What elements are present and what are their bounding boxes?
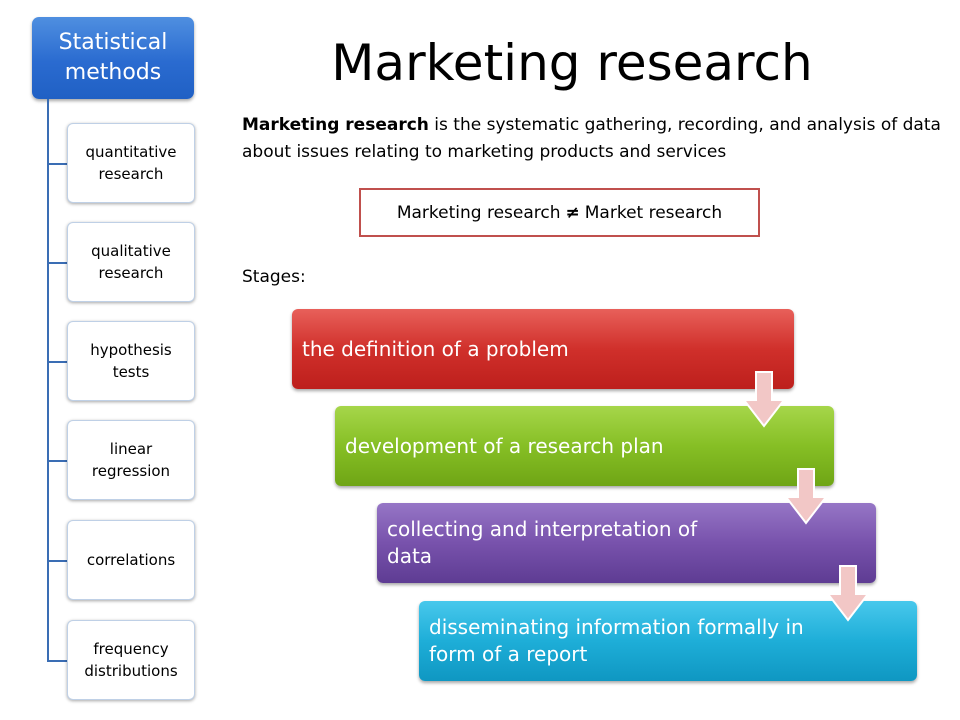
hierarchy-child-label: qualitative research [91, 242, 171, 282]
hierarchy-child-quantitative-research: quantitative research [67, 123, 195, 203]
hierarchy-child-correlations: correlations [67, 520, 195, 600]
hierarchy-connector [47, 560, 67, 562]
stage-label: disseminating information formally in fo… [429, 615, 804, 666]
stage-arrow-down-icon [744, 371, 787, 428]
hierarchy-child-hypothesis-tests: hypothesis tests [67, 321, 195, 401]
hierarchy-child-label: correlations [86, 551, 176, 569]
stage-label: development of a research plan [345, 433, 664, 458]
hierarchy-connector [47, 163, 67, 165]
hierarchy-connector [47, 262, 67, 264]
stage-box-collecting: collecting and interpretation of data [377, 503, 876, 583]
stage-label: collecting and interpretation of data [387, 517, 698, 568]
hierarchy-child-label: quantitative research [85, 143, 177, 183]
stage-label: the definition of a problem [302, 336, 569, 361]
comparison-right: Market research [584, 202, 723, 223]
stage-box-disseminating: disseminating information formally in fo… [419, 601, 917, 681]
comparison-box: Marketing research ≠ Market research [359, 188, 760, 237]
stage-arrow-down-icon [828, 565, 871, 622]
hierarchy-trunk-line [47, 99, 49, 661]
stage-box-research-plan: development of a research plan [335, 406, 834, 486]
definition-paragraph: Marketing research is the systematic gat… [242, 112, 942, 166]
stages-label: Stages: [242, 267, 306, 287]
definition-text: is the systematic gathering, recording, … [242, 115, 941, 162]
hierarchy-child-qualitative-research: qualitative research [67, 222, 195, 302]
hierarchy-child-label: linear regression [91, 440, 171, 480]
stage-arrow-down-icon [786, 468, 829, 525]
hierarchy-root-label: Statistical methods [58, 30, 168, 85]
comparison-left: Marketing research [396, 202, 561, 223]
hierarchy-child-label: hypothesis tests [90, 341, 172, 381]
stage-box-definition: the definition of a problem [292, 309, 794, 389]
hierarchy-child-linear-regression: linear regression [67, 420, 195, 500]
hierarchy-child-frequency-distributions: frequency distributions [67, 620, 195, 700]
hierarchy-connector [47, 460, 67, 462]
hierarchy-connector [47, 361, 67, 363]
hierarchy-root: Statistical methods [32, 17, 194, 99]
not-equal-symbol: ≠ [565, 202, 580, 223]
hierarchy-child-label: frequency distributions [84, 640, 178, 680]
page-title: Marketing research [331, 34, 813, 92]
definition-term: Marketing research [242, 115, 429, 135]
hierarchy-connector [47, 660, 67, 662]
